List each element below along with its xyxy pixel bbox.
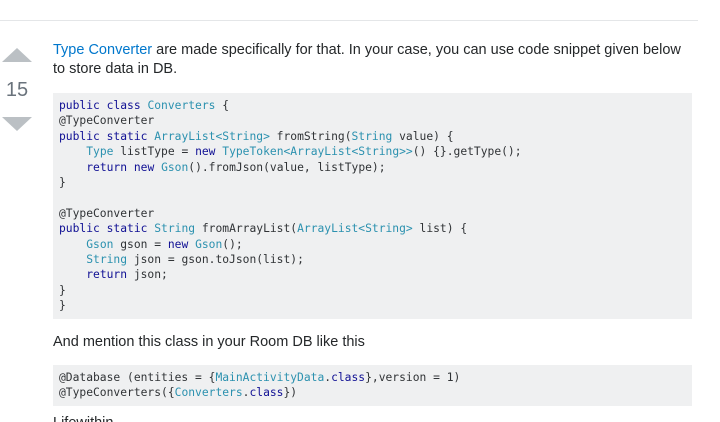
code-block-database: @Database (entities = {MainActivityData.… xyxy=(53,364,692,406)
top-divider xyxy=(0,20,698,21)
upvote-arrow-icon[interactable] xyxy=(2,48,32,62)
type-converter-link[interactable]: Type Converter xyxy=(53,42,153,58)
answer-intro-text: are made specifically for that. In your … xyxy=(53,42,681,77)
mention-paragraph: And mention this class in your Room DB l… xyxy=(53,333,365,350)
code-block-converters: public class Converters { @TypeConverter… xyxy=(53,93,692,319)
answer-body: Type Converter are made specifically for… xyxy=(53,41,693,406)
answer-intro: Type Converter are made specifically for… xyxy=(53,41,693,79)
truncated-paragraph: Lifewithin xyxy=(53,414,113,422)
downvote-arrow-icon[interactable] xyxy=(2,117,32,131)
vote-count: 15 xyxy=(5,79,29,101)
